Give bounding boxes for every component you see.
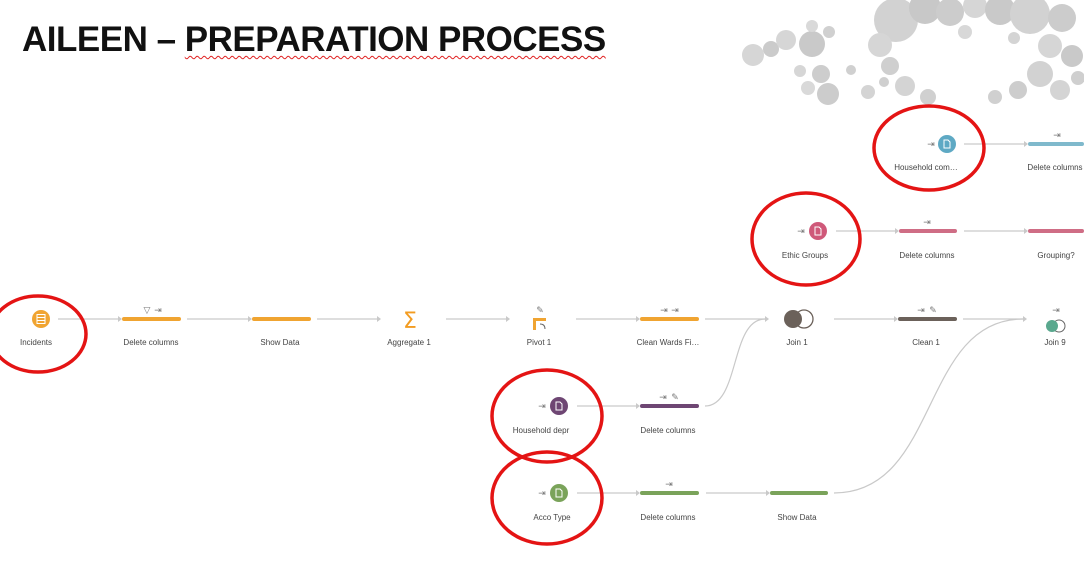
step-household-com[interactable]: ⇥ Household com… <box>894 135 958 172</box>
step-label: Show Data <box>260 338 300 347</box>
step-delete-columns-1[interactable]: ▽ ⇥ Delete columns <box>122 306 181 347</box>
rename-icon: ⇥ <box>797 227 805 237</box>
slide-title: AILEEN – PREPARATION PROCESS <box>22 20 606 60</box>
table-icon-lines <box>36 314 46 324</box>
slide-title-prefix: AILEEN – <box>22 20 185 59</box>
step-label: Delete columns <box>640 426 695 435</box>
highlight-circle-incidents <box>0 294 88 374</box>
pivot-icon <box>533 318 546 330</box>
file-icon <box>938 135 956 153</box>
funnel-icon: ▽ <box>144 306 151 316</box>
file-icon <box>550 397 568 415</box>
flow-connectors <box>58 143 1024 494</box>
rename-icon: ⇥ <box>1052 306 1060 316</box>
step-incidents[interactable]: Incidents <box>20 310 52 347</box>
step-label: Pivot 1 <box>527 338 552 347</box>
step-label: Household com… <box>894 163 958 172</box>
rename-icon: ⇥ <box>923 218 931 228</box>
step-join-9[interactable]: ⇥ Join 9 <box>1044 306 1066 347</box>
step-delete-columns-ethnic[interactable]: ⇥ Delete columns <box>899 218 957 260</box>
step-bar <box>770 491 828 495</box>
connector-arrowheads <box>118 141 1028 496</box>
step-label: Delete columns <box>123 338 178 347</box>
step-label: Aggregate 1 <box>387 338 431 347</box>
highlight-circle-ethnic-groups <box>750 191 862 287</box>
step-clean-1[interactable]: ⇥ ✎ Clean 1 <box>898 306 957 347</box>
step-bar <box>122 317 181 321</box>
step-bar <box>252 317 311 321</box>
step-bar <box>1028 229 1084 233</box>
step-label: Delete columns <box>899 251 954 260</box>
step-join-1[interactable]: Join 1 <box>784 309 814 347</box>
step-delete-columns-acco[interactable]: ⇥ Delete columns <box>640 480 699 522</box>
rename-icon: ⇥ <box>659 393 667 403</box>
highlight-circle-household-com <box>872 104 986 192</box>
step-label: Delete columns <box>640 513 695 522</box>
step-bar <box>899 229 957 233</box>
step-label: Join 9 <box>1044 338 1066 347</box>
step-ethnic-groups[interactable]: ⇥ Ethic Groups <box>782 222 828 260</box>
file-icon <box>809 222 827 240</box>
step-label: Show Data <box>777 513 817 522</box>
step-delete-columns-household-depr[interactable]: ⇥ ✎ Delete columns <box>640 393 699 435</box>
rename-icon: ⇥ <box>927 140 935 150</box>
step-label: Ethic Groups <box>782 251 828 260</box>
rename-icon: ⇥ <box>154 306 162 316</box>
step-show-data-1[interactable]: Show Data <box>252 317 311 347</box>
rename-icon: ⇥ <box>538 402 546 412</box>
step-label: Household depr <box>513 426 570 435</box>
rename-icon: ⇥ <box>538 489 546 499</box>
rename-icon: ⇥ <box>917 306 925 316</box>
rename-icon: ⇥ <box>1053 131 1061 141</box>
step-label: Grouping? <box>1037 251 1075 260</box>
step-label: Clean Wards Fi… <box>637 338 700 347</box>
rename-icon: ⇥ <box>660 306 668 316</box>
join-icon <box>784 309 814 329</box>
step-bar <box>640 404 699 408</box>
step-bar <box>1028 142 1084 146</box>
step-delete-columns-household-com[interactable]: ⇥ Delete columns <box>1027 131 1084 172</box>
highlight-annotations <box>0 104 986 546</box>
step-household-depr[interactable]: ⇥ Household depr <box>513 397 570 435</box>
step-show-data-2[interactable]: Show Data <box>770 491 828 522</box>
step-clean-wards[interactable]: ⇥ ⇥ Clean Wards Fi… <box>637 306 700 347</box>
step-bar <box>640 491 699 495</box>
decorative-bubbles <box>742 0 1084 105</box>
file-icon <box>550 484 568 502</box>
step-pivot[interactable]: ✎ Pivot 1 <box>527 306 552 347</box>
sigma-icon: Σ <box>403 309 417 334</box>
slide-title-underlined: PREPARATION PROCESS <box>184 20 606 59</box>
join-icon <box>1046 319 1066 333</box>
step-label: Join 1 <box>786 338 808 347</box>
highlight-circle-acco-type <box>490 450 604 546</box>
step-label: Acco Type <box>533 513 571 522</box>
rename-icon: ⇥ <box>665 480 673 490</box>
step-acco-type[interactable]: ⇥ Acco Type <box>533 484 571 522</box>
highlight-circle-household-depr <box>490 368 604 464</box>
step-label: Incidents <box>20 338 52 347</box>
table-icon <box>32 310 50 328</box>
rename-icon: ⇥ <box>671 306 679 316</box>
pencil-icon: ✎ <box>671 393 679 403</box>
step-bar <box>898 317 957 321</box>
step-label: Delete columns <box>1027 163 1082 172</box>
step-label: Clean 1 <box>912 338 940 347</box>
step-aggregate[interactable]: Σ Aggregate 1 <box>387 309 431 347</box>
pencil-icon: ✎ <box>929 306 937 316</box>
step-bar <box>640 317 699 321</box>
step-grouping[interactable]: Grouping? <box>1028 229 1084 260</box>
pencil-icon: ✎ <box>536 306 544 316</box>
